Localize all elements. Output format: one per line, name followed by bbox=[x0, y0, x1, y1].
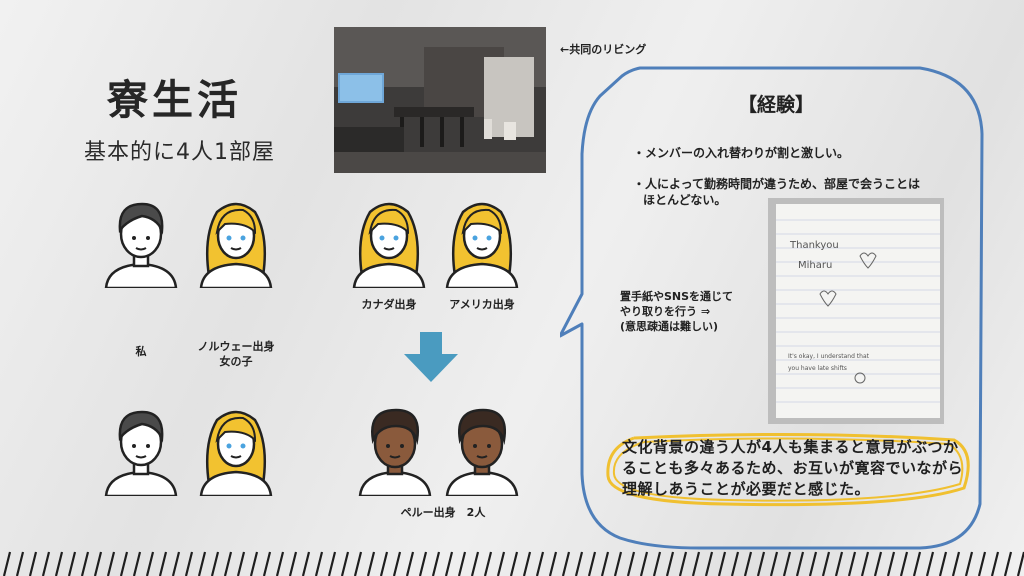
note-text-thanks: Thankyou bbox=[789, 240, 839, 251]
experience-title: 【経験】 bbox=[738, 94, 815, 116]
side-note-line3: (意思疎通は難しい) bbox=[620, 320, 719, 333]
handwritten-note-photo: Thankyou Miharu It's okay, I understand … bbox=[768, 198, 944, 424]
avatar-norway bbox=[199, 202, 273, 288]
avatar-peru-1 bbox=[358, 408, 432, 496]
label-canada: カナダ出身 bbox=[361, 298, 417, 311]
avatar-canada bbox=[352, 202, 426, 288]
avatar-peru-2 bbox=[445, 408, 519, 496]
bullet-schedule-line1: ・人によって勤務時間が違うため、部屋で会うことは bbox=[633, 177, 921, 191]
bullet-schedule: ・人によって勤務時間が違うため、部屋で会うことは ほとんどない。 bbox=[633, 176, 920, 208]
label-me: 私 bbox=[135, 345, 147, 358]
bullet-schedule-line2: ほとんどない。 bbox=[643, 193, 727, 207]
label-america: アメリカ出身 bbox=[449, 298, 515, 311]
bottom-stripe-decoration bbox=[2, 551, 1024, 576]
down-arrow-icon bbox=[404, 332, 458, 382]
photo-caption: ←共同のリビング bbox=[560, 43, 647, 56]
experience-bubble bbox=[560, 66, 984, 550]
living-room-photo bbox=[334, 27, 546, 173]
note-text-name: Miharu bbox=[798, 260, 832, 271]
conclusion-highlight bbox=[606, 432, 970, 507]
note-text-reply2: you have late shifts bbox=[788, 365, 847, 372]
note-text-reply1: It's okay, I understand that bbox=[788, 353, 870, 360]
side-note-line2: やり取りを行う ⇒ bbox=[620, 305, 711, 318]
avatar-america bbox=[445, 202, 519, 288]
label-norway-line1: ノルウェー出身 bbox=[197, 340, 275, 353]
label-norway-line2: 女の子 bbox=[219, 355, 253, 368]
label-norway: ノルウェー出身 女の子 bbox=[178, 339, 294, 369]
page-subtitle: 基本的に4人1部屋 bbox=[84, 140, 275, 165]
label-peru: ペルー出身 2人 bbox=[400, 506, 486, 519]
avatar-me-bottom bbox=[104, 410, 178, 496]
avatar-me bbox=[104, 202, 178, 288]
page-title: 寮生活 bbox=[107, 76, 242, 124]
conclusion-text: 文化背景の違う人が4人も集まると意見がぶつかることも多々あるため、お互いが寛容で… bbox=[622, 438, 964, 498]
avatar-norway-bottom bbox=[199, 410, 273, 496]
side-note: 置手紙やSNSを通じて やり取りを行う ⇒ (意思疎通は難しい) bbox=[620, 289, 733, 334]
side-note-line1: 置手紙やSNSを通じて bbox=[620, 290, 734, 303]
bullet-turnover: ・メンバーの入れ替わりが割と激しい。 bbox=[633, 146, 850, 160]
